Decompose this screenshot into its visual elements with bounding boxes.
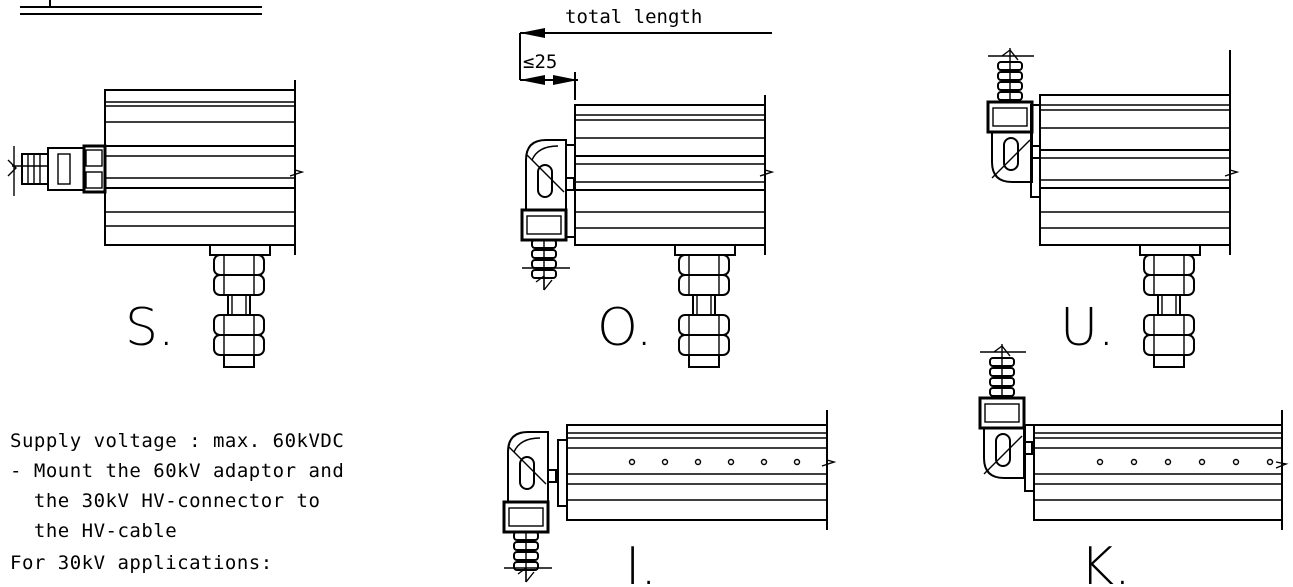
offset-label: ≤25 [523,51,557,73]
note-supply-voltage: Supply voltage : max. 60kVDC [10,430,345,452]
dimension-offset [520,72,578,100]
top-left-frame [20,0,262,15]
nozzle-row [1096,458,1274,466]
variant-label-u: U. [1060,298,1115,358]
note-30kv-applications: For 30kV applications: [10,552,273,574]
total-length-label: total length [565,6,702,28]
variant-i-drawing [502,410,837,584]
note-hv-connector: the 30kV HV-connector to [10,490,321,512]
nozzle-row [628,458,801,466]
variant-s-drawing [7,80,305,368]
variant-o-drawing [520,95,775,368]
variant-label-i: I. [625,537,657,587]
variant-label-s: S. [125,298,175,358]
note-hv-cable: the HV-cable [10,520,178,542]
variant-u-drawing [986,46,1240,368]
variant-k-drawing [978,342,1289,530]
dimension-total-length [519,28,772,80]
variant-label-o: O. [597,298,652,358]
variant-label-k: K. [1080,537,1131,587]
note-mount-adaptor: - Mount the 60kV adaptor and [10,460,345,482]
